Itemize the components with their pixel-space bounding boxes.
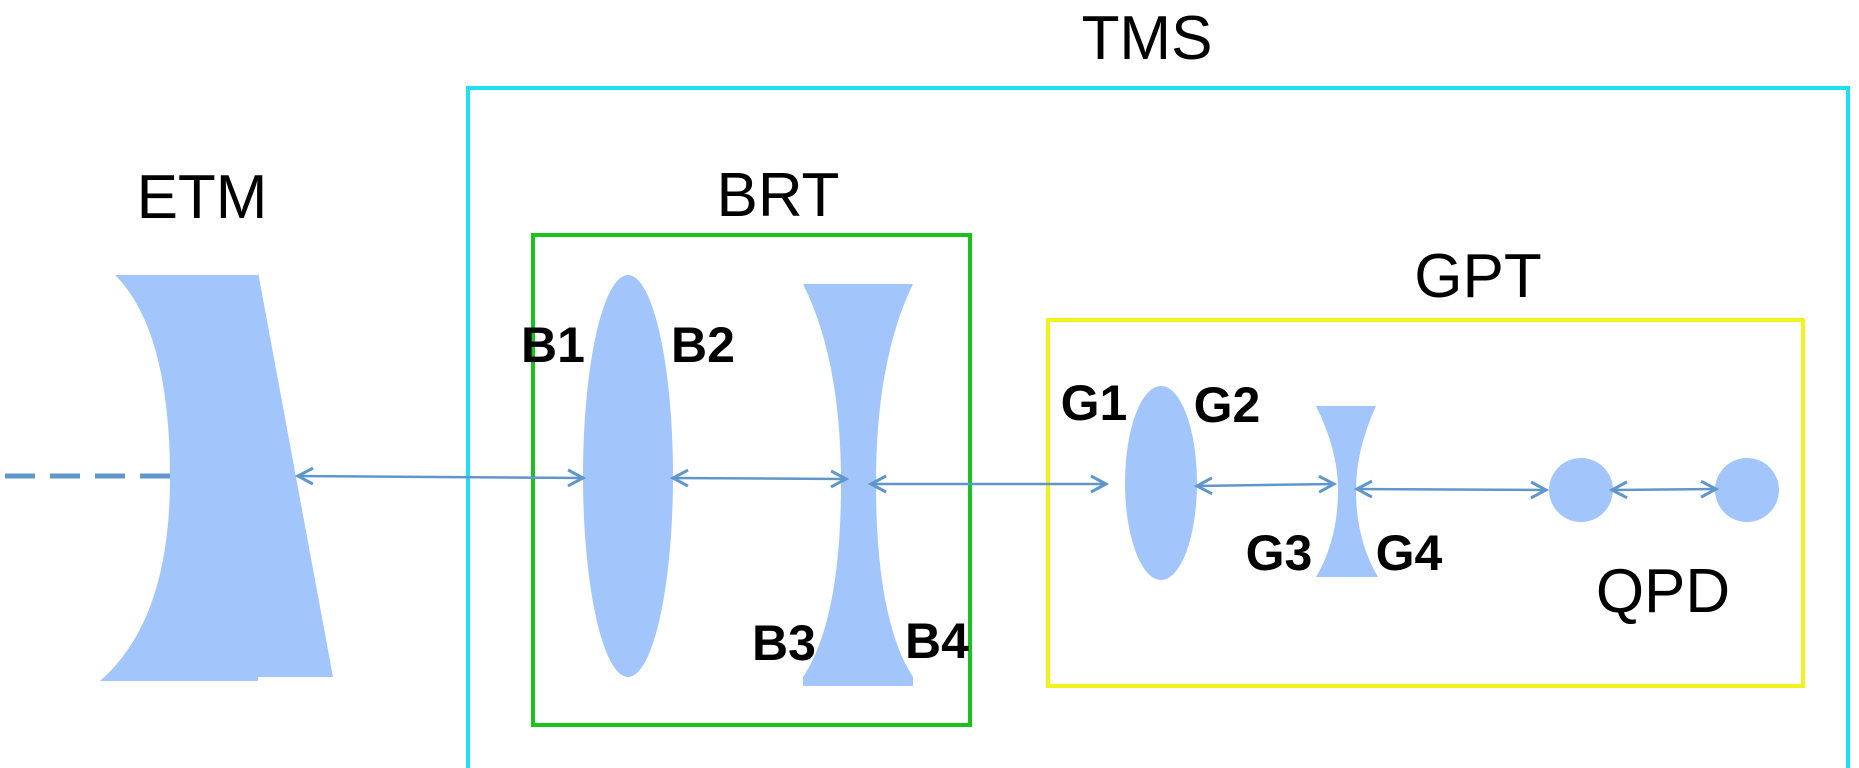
- b1-label: B1: [521, 317, 585, 373]
- etm-label: ETM: [137, 163, 268, 232]
- gpt-lens-g1-g2: [1125, 386, 1197, 580]
- qpd-circle-2: [1715, 458, 1779, 522]
- etm-mirror: [100, 272, 333, 681]
- b3-label: B3: [752, 615, 816, 671]
- b2-label: B2: [671, 317, 735, 373]
- qpd-label: QPD: [1596, 557, 1730, 626]
- tms-box: [466, 86, 1850, 768]
- beam-b2-to-b3: [673, 478, 846, 479]
- g2-label: G2: [1194, 377, 1261, 433]
- beam-etm-to-b1: [298, 476, 583, 478]
- tms-label: TMS: [1082, 4, 1213, 73]
- beam-g2-to-g3: [1197, 484, 1334, 486]
- g3-label: G3: [1246, 525, 1313, 581]
- brt-label: BRT: [717, 161, 840, 230]
- g1-label: G1: [1061, 375, 1128, 431]
- g4-label: G4: [1376, 525, 1443, 581]
- b4-label: B4: [905, 613, 969, 669]
- beam-qpd-to-qpd: [1612, 489, 1716, 490]
- gpt-box: [1046, 318, 1805, 688]
- brt-lens-b3-b4: [803, 284, 913, 686]
- qpd-circle-1: [1549, 458, 1613, 522]
- gpt-lens-g3-g4: [1316, 406, 1378, 577]
- beam-g4-to-qpd: [1357, 489, 1546, 490]
- brt-lens-b1-b2: [583, 275, 673, 677]
- gpt-label: GPT: [1414, 242, 1541, 311]
